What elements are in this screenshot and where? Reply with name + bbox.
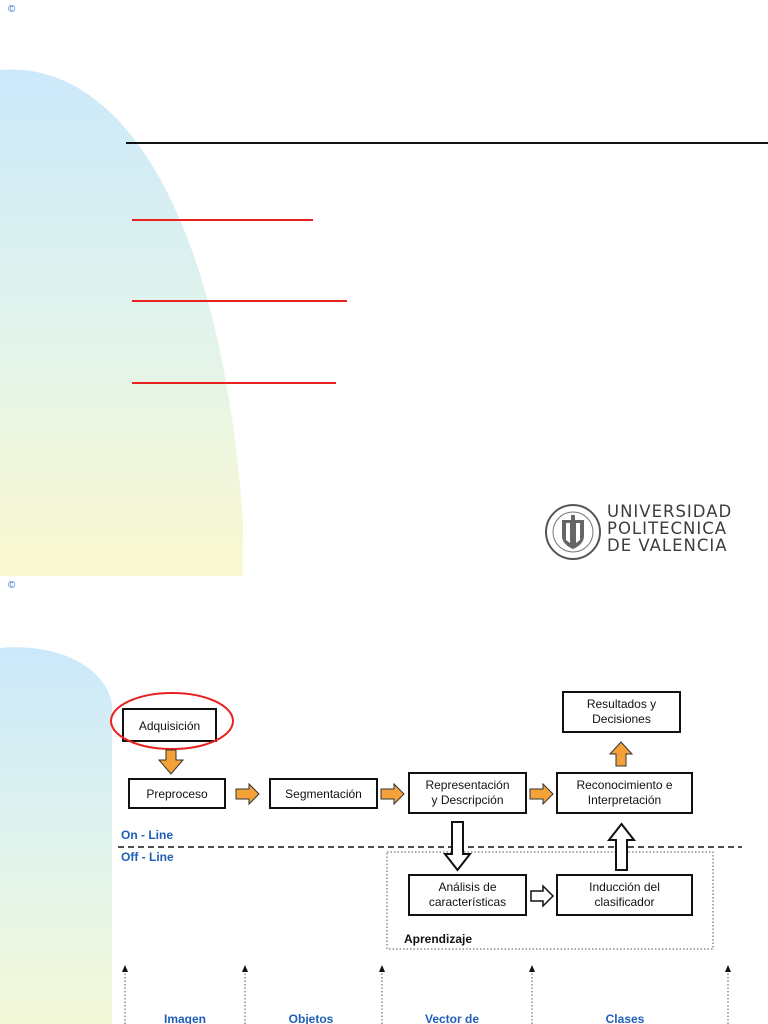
copyright-mark-2: © bbox=[8, 580, 16, 591]
box-segmentacion: Segmentación bbox=[269, 778, 378, 809]
box-representacion-line2: y Descripción bbox=[431, 793, 503, 807]
title-rule bbox=[126, 142, 768, 144]
university-name: UNIVERSIDAD POLITECNICA DE VALENCIA bbox=[607, 503, 732, 554]
box-analisis-line2: características bbox=[429, 895, 506, 909]
highlight-ellipse bbox=[110, 692, 234, 750]
box-resultados-line1: Resultados y bbox=[587, 697, 656, 711]
box-adquisicion-label: Adquisición bbox=[139, 719, 200, 733]
box-resultados: Resultados y Decisiones bbox=[562, 691, 681, 733]
arrow-representacion-reconocimiento bbox=[529, 783, 554, 805]
box-analisis-line1: Análisis de bbox=[438, 880, 496, 894]
university-seal-icon bbox=[545, 504, 601, 560]
bottom-marker-arrowheads bbox=[122, 965, 731, 972]
arrow-reconocimiento-resultados bbox=[608, 741, 634, 767]
university-line-1: UNIVERSIDAD bbox=[607, 502, 733, 521]
box-representacion-line1: Representación bbox=[425, 778, 509, 792]
red-underline-1 bbox=[132, 219, 313, 221]
university-line-3: DE VALENCIA bbox=[607, 536, 728, 555]
box-reconocimiento-line2: Interpretación bbox=[588, 793, 661, 807]
aprendizaje-region bbox=[386, 851, 714, 950]
box-reconocimiento-line1: Reconocimiento e bbox=[576, 778, 672, 792]
aprendizaje-label: Aprendizaje bbox=[404, 932, 472, 946]
gradient-blob-2 bbox=[0, 647, 112, 1024]
arrow-induccion-reconocimiento bbox=[606, 822, 637, 871]
box-induccion-line1: Inducción del bbox=[589, 880, 660, 894]
box-induccion: Inducción del clasificador bbox=[556, 874, 693, 916]
box-preproceso-label: Preproceso bbox=[146, 787, 208, 801]
university-logo: UNIVERSIDAD POLITECNICA DE VALENCIA bbox=[544, 500, 734, 564]
online-label: On - Line bbox=[121, 828, 173, 842]
arrow-analisis-induccion bbox=[530, 884, 555, 908]
bottom-label-imagen: Imagen bbox=[164, 1012, 206, 1024]
gradient-blob bbox=[0, 69, 243, 576]
bottom-label-objetos: Objetos bbox=[289, 1012, 334, 1024]
process-diagram: Adquisición Preproceso Segmentación Repr… bbox=[110, 691, 742, 1024]
red-underline-2 bbox=[132, 300, 347, 302]
box-induccion-line2: clasificador bbox=[594, 895, 654, 909]
bottom-label-vector: Vector de bbox=[425, 1012, 479, 1024]
arrow-adquisicion-preproceso bbox=[157, 749, 185, 775]
box-preproceso: Preproceso bbox=[128, 778, 226, 809]
box-resultados-line2: Decisiones bbox=[592, 712, 651, 726]
box-adquisicion: Adquisición bbox=[122, 708, 217, 742]
arrow-preproceso-segmentacion bbox=[235, 783, 260, 805]
box-representacion: Representación y Descripción bbox=[408, 772, 527, 814]
bottom-label-clases: Clases bbox=[606, 1012, 645, 1024]
slide-2: © Adquisición Preproceso Segmentación bbox=[0, 576, 768, 1024]
box-analisis: Análisis de características bbox=[408, 874, 527, 916]
red-underline-3 bbox=[132, 382, 336, 384]
arrow-representacion-analisis bbox=[442, 821, 473, 872]
university-line-2: POLITECNICA bbox=[607, 519, 728, 538]
offline-label: Off - Line bbox=[121, 850, 174, 864]
slide-1: © UNIVERSIDAD POLITECNICA DE VALENCIA bbox=[0, 4, 768, 576]
box-segmentacion-label: Segmentación bbox=[285, 787, 362, 801]
copyright-mark: © bbox=[8, 4, 16, 15]
arrow-segmentacion-representacion bbox=[380, 783, 405, 805]
box-reconocimiento: Reconocimiento e Interpretación bbox=[556, 772, 693, 814]
